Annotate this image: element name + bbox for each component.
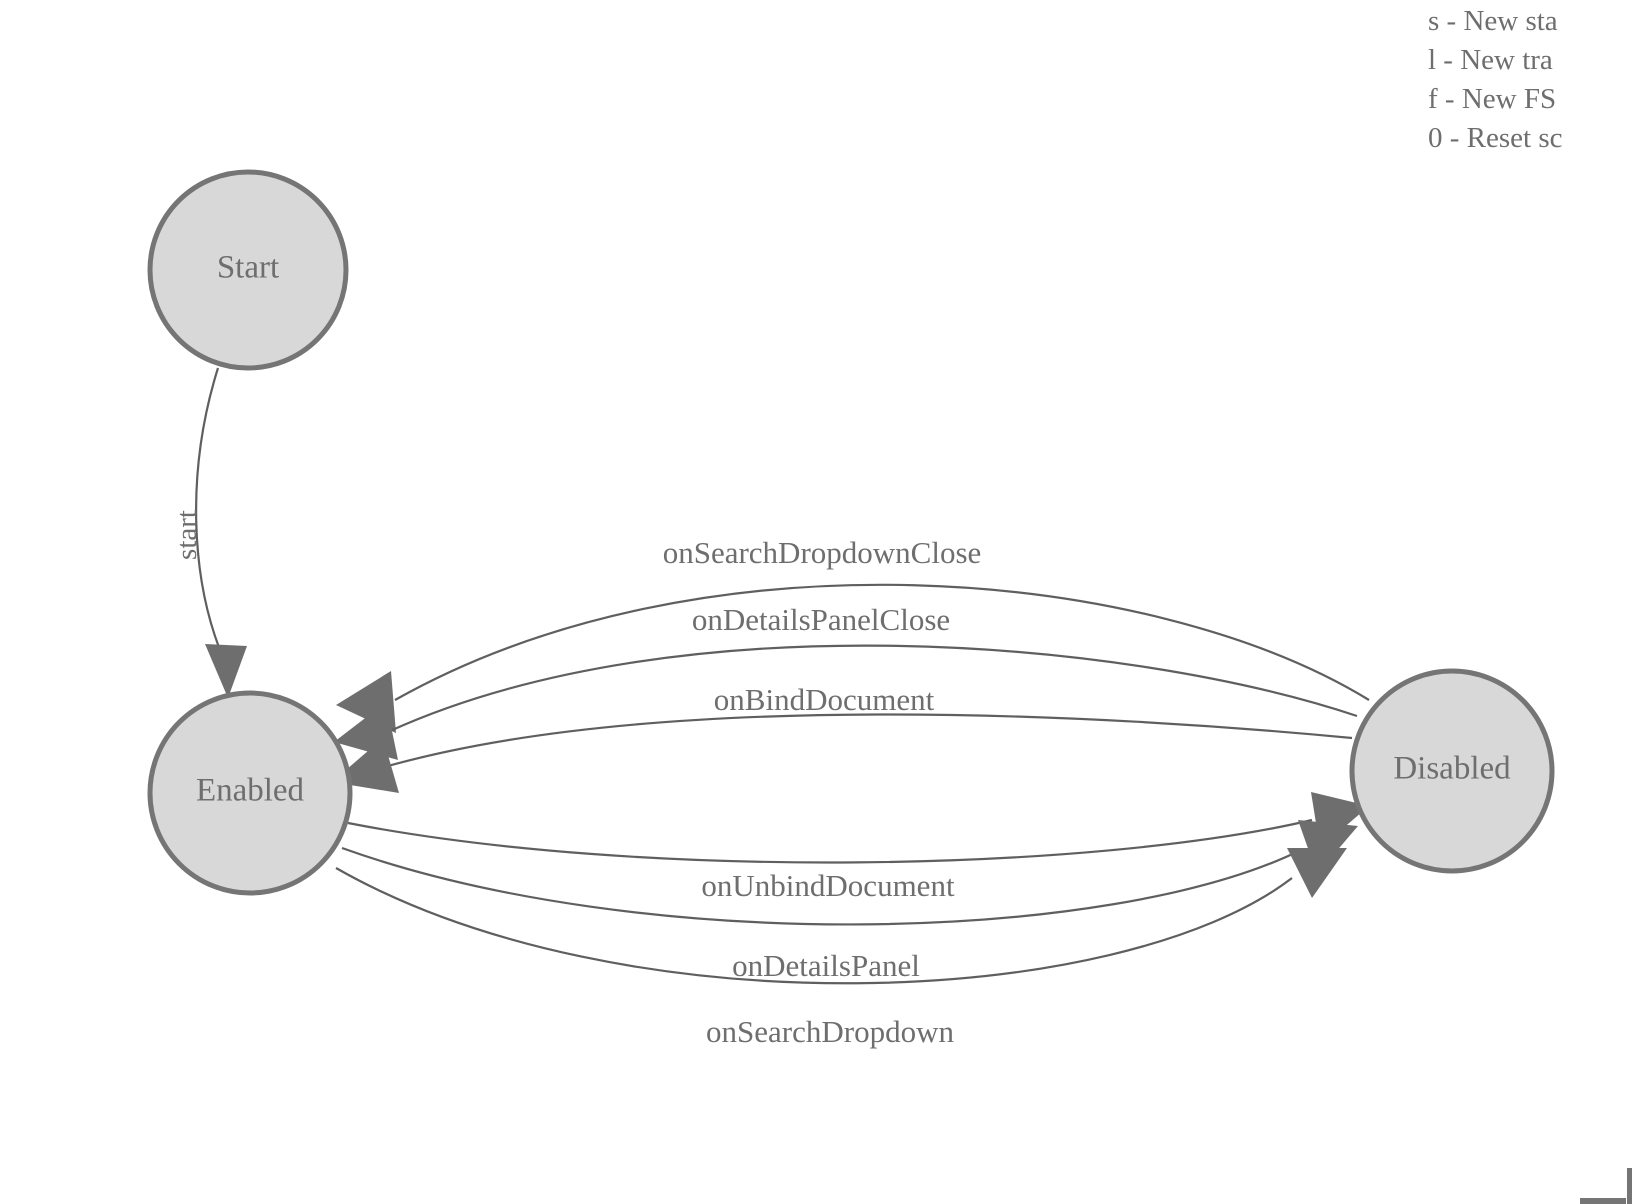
edge-path-onDetailsPanel[interactable]	[341, 846, 1302, 926]
legend-line-new-state: s - New sta	[1428, 5, 1558, 37]
edge-group-start-to-enabled	[195, 367, 247, 698]
edge-path-onBindDocument[interactable]	[387, 713, 1353, 768]
edge-label-onBindDocument: onBindDocument	[714, 682, 935, 717]
legend-line-new-fsm: f - New FS	[1428, 83, 1557, 115]
node-start[interactable]: Start	[147, 169, 349, 371]
legend-line-new-transition: l - New tra	[1428, 44, 1553, 76]
edge-path-onUnbindDocument[interactable]	[347, 818, 1313, 864]
edge-path-onSearchDropdown[interactable]	[335, 867, 1293, 985]
edge-label-start: start	[171, 510, 203, 560]
edge-label-onSearchDropdown: onSearchDropdown	[706, 1014, 954, 1049]
edge-label-group: start onSearchDropdownClose onDetailsPan…	[171, 510, 981, 1049]
node-disabled[interactable]: Disabled	[1349, 668, 1555, 874]
node-disabled-circle[interactable]	[1349, 668, 1555, 874]
node-start-label: Start	[217, 250, 279, 286]
edge-label-onDetailsPanel: onDetailsPanel	[732, 948, 920, 983]
edge-arrowhead-onSearchDropdown	[1287, 848, 1347, 898]
edge-group-enabled-to-disabled	[335, 792, 1369, 985]
node-start-circle[interactable]	[147, 169, 349, 371]
edge-arrowhead-start	[205, 644, 247, 698]
node-enabled-label: Enabled	[196, 773, 305, 809]
edge-label-onDetailsPanelClose: onDetailsPanelClose	[692, 602, 950, 637]
node-enabled-circle[interactable]	[147, 690, 353, 896]
edge-label-onUnbindDocument: onUnbindDocument	[701, 868, 955, 903]
node-enabled[interactable]: Enabled	[147, 690, 353, 896]
edge-path-onSearchDropdownClose[interactable]	[394, 583, 1370, 701]
edge-label-onSearchDropdownClose: onSearchDropdownClose	[663, 535, 982, 570]
node-disabled-label: Disabled	[1393, 751, 1511, 787]
keyboard-shortcut-legend: s - New sta l - New tra f - New FS 0 - R…	[1428, 0, 1632, 158]
edge-path-onDetailsPanelClose[interactable]	[389, 644, 1358, 733]
legend-line-reset: 0 - Reset sc	[1428, 122, 1563, 154]
edge-path-start[interactable]	[195, 367, 226, 661]
